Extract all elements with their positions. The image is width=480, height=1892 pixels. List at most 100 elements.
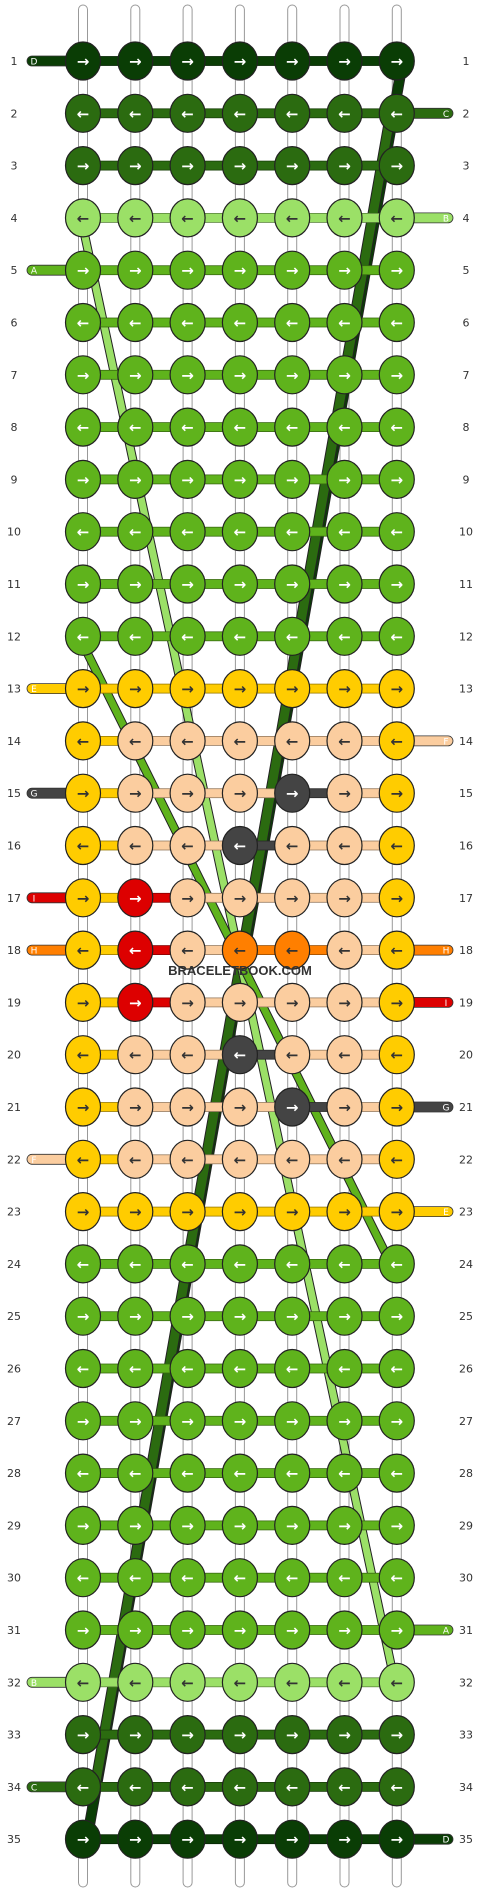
knot-arrow: → [234,1726,247,1744]
knot-shape [64,1296,102,1336]
knot: ← [221,616,258,656]
knot: → [326,773,363,813]
knot-arrow: ← [338,523,351,541]
knot: → [221,1610,258,1650]
knot-shape [274,198,311,238]
knot-arrow: → [234,262,247,280]
knot: → [117,1191,154,1232]
knot: ← [64,512,102,552]
knot: ← [326,1348,363,1389]
knot-shape [117,1714,154,1755]
knot-arrow: → [181,889,194,907]
knot-arrow: → [391,471,404,489]
knot-shape [326,721,363,761]
knot-arrow: → [338,1726,351,1744]
knot-arrow: ← [234,209,247,227]
knot-shape [378,1558,415,1598]
knot-arrow: ← [391,1674,404,1692]
knot: → [64,459,102,499]
knot: → [378,1610,415,1650]
knot: → [221,773,258,813]
knot-shape [169,1558,206,1598]
knot: → [274,1401,311,1441]
knot-shape [117,825,154,866]
row-number-right: 29 [459,1519,473,1532]
row-number-right: 8 [463,421,470,434]
knot-shape [221,930,258,970]
knot-shape [169,250,206,290]
row-number-right: 23 [459,1206,473,1219]
knot-shape [378,564,415,604]
knot-shape [64,146,102,186]
knot-arrow: ← [338,942,351,960]
row-number-right: 7 [463,369,470,382]
knot-arrow: → [181,157,194,175]
knot: → [117,1296,154,1336]
knot: → [326,878,363,918]
row-number-right: 35 [459,1833,473,1846]
knot-shape [64,982,102,1023]
knot: ← [326,1139,363,1179]
knot: ← [169,512,206,552]
row-number-right: 22 [459,1153,473,1166]
knot-shape [378,198,415,238]
knot: ← [169,1453,206,1493]
knot-arrow: → [338,366,351,384]
knot-shape [378,93,415,133]
knot-shape [221,1558,258,1598]
row-number-right: 13 [459,683,473,696]
row-number-right: 9 [463,473,470,486]
knot-shape [274,878,311,918]
knot: ← [274,1767,311,1807]
knot-arrow: → [181,53,194,71]
knot: → [221,1087,258,1127]
knot-arrow: ← [77,1360,90,1378]
right-end-string-label: I [445,999,448,1009]
knot-shape [169,564,206,604]
knot-shape [378,1662,415,1702]
knot-arrow: → [338,157,351,175]
knot: ← [221,302,258,343]
knot: → [326,1296,363,1336]
knot: ← [169,1348,206,1389]
knot-arrow: ← [286,1046,299,1064]
knot-shape [378,1348,415,1389]
knot-shape [117,41,154,81]
knot: → [221,1401,258,1441]
knot: → [169,1087,206,1127]
row-number-right: 6 [463,317,470,330]
knot-arrow: ← [286,1674,299,1692]
knot-shape [378,1767,415,1807]
knot-shape [221,1296,258,1336]
knot: → [378,355,415,395]
row-number-right: 32 [459,1676,473,1689]
knot: → [378,564,415,604]
knot-shape [169,982,206,1023]
knot-arrow: ← [338,209,351,227]
row-number-left: 6 [11,317,18,330]
knot: → [274,1819,311,1859]
knot-shape [326,302,363,343]
knot: ← [117,198,154,238]
right-end-string-label: D [443,1836,450,1846]
knot-shape [64,1087,102,1127]
knot-arrow: ← [391,837,404,855]
knot-arrow: → [77,1203,90,1221]
right-end-string-label: C [443,110,449,120]
row-number-left: 28 [7,1467,21,1480]
knot: ← [378,721,415,761]
knot-shape [169,146,206,186]
knot-shape [326,1244,363,1284]
knot-shape [274,1453,311,1493]
knot-arrow: ← [391,1360,404,1378]
knot: → [378,878,415,918]
knot-arrow: → [181,1622,194,1640]
knot: ← [378,1558,415,1598]
knot-arrow: ← [77,837,90,855]
knot-shape [117,512,154,552]
knot: → [378,1191,415,1232]
knot: ← [221,1767,258,1807]
knot-arrow: → [129,994,142,1012]
knot-shape [64,198,102,238]
